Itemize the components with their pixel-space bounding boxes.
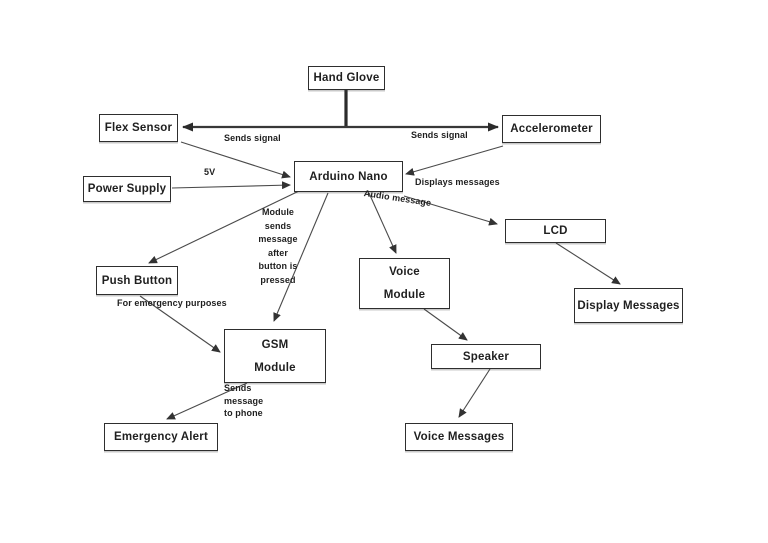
node-label: Module	[383, 289, 426, 301]
label-sends-signal-right: Sends signal	[411, 130, 468, 140]
node-label: Flex Sensor	[104, 122, 173, 134]
node-label: Module	[254, 361, 296, 374]
node-accelerometer: Accelerometer	[502, 115, 601, 143]
node-arduino-nano: Arduino Nano	[294, 161, 403, 192]
node-label: Emergency Alert	[114, 431, 208, 443]
edge-gsm-emergencyalert	[166, 382, 248, 420]
node-emergency-alert: Emergency Alert	[104, 423, 218, 451]
node-label: Accelerometer	[510, 123, 593, 135]
edge-pushbutton-gsm	[139, 295, 221, 353]
node-voice-module: Voice Module	[359, 258, 450, 309]
node-power-supply: Power Supply	[83, 176, 171, 202]
node-lcd: LCD	[505, 219, 606, 243]
label-sends-signal-left: Sends signal	[224, 133, 281, 143]
edge-voicemodule-speaker	[423, 308, 468, 341]
node-label: Display Messages	[577, 299, 680, 312]
node-label: Push Button	[101, 274, 173, 287]
node-label: Voice	[389, 266, 420, 278]
node-push-button: Push Button	[96, 266, 178, 295]
label-5v: 5V	[204, 167, 216, 177]
node-hand-glove: Hand Glove	[308, 66, 385, 90]
edge-powersupply-arduino	[171, 181, 291, 190]
label-for-emergency-purposes: For emergency purposes	[117, 298, 227, 308]
node-display-messages: Display Messages	[574, 288, 683, 323]
edge-arduino-lcd	[403, 195, 498, 226]
node-gsm-module: GSM Module	[224, 329, 326, 383]
node-label: LCD	[543, 225, 568, 237]
node-flex-sensor: Flex Sensor	[99, 114, 178, 142]
edge-arduino-gsm	[273, 192, 329, 322]
node-label: Arduino Nano	[309, 170, 388, 183]
edge-speaker-voicemessages	[458, 368, 491, 418]
edge-accelerometer-arduino	[405, 145, 504, 176]
edge-flexsensor-arduino	[180, 141, 291, 179]
label-module-sends-message: Module sends message after button is pre…	[258, 207, 298, 285]
node-label: GSM	[261, 338, 289, 351]
node-speaker: Speaker	[431, 344, 541, 369]
node-label: Power Supply	[87, 183, 167, 195]
label-sends-message-to-phone: Sends message to phone	[224, 383, 264, 418]
node-label: Hand Glove	[313, 72, 380, 84]
node-label: Speaker	[462, 350, 510, 363]
node-label: Voice Messages	[413, 431, 505, 443]
edge-arduino-voicemodule	[368, 192, 397, 254]
edge-arduino-pushbutton	[148, 190, 300, 264]
node-voice-messages: Voice Messages	[405, 423, 513, 451]
label-displays-messages: Displays messages	[415, 177, 500, 187]
edge-lcd-displaymessages	[555, 242, 621, 285]
